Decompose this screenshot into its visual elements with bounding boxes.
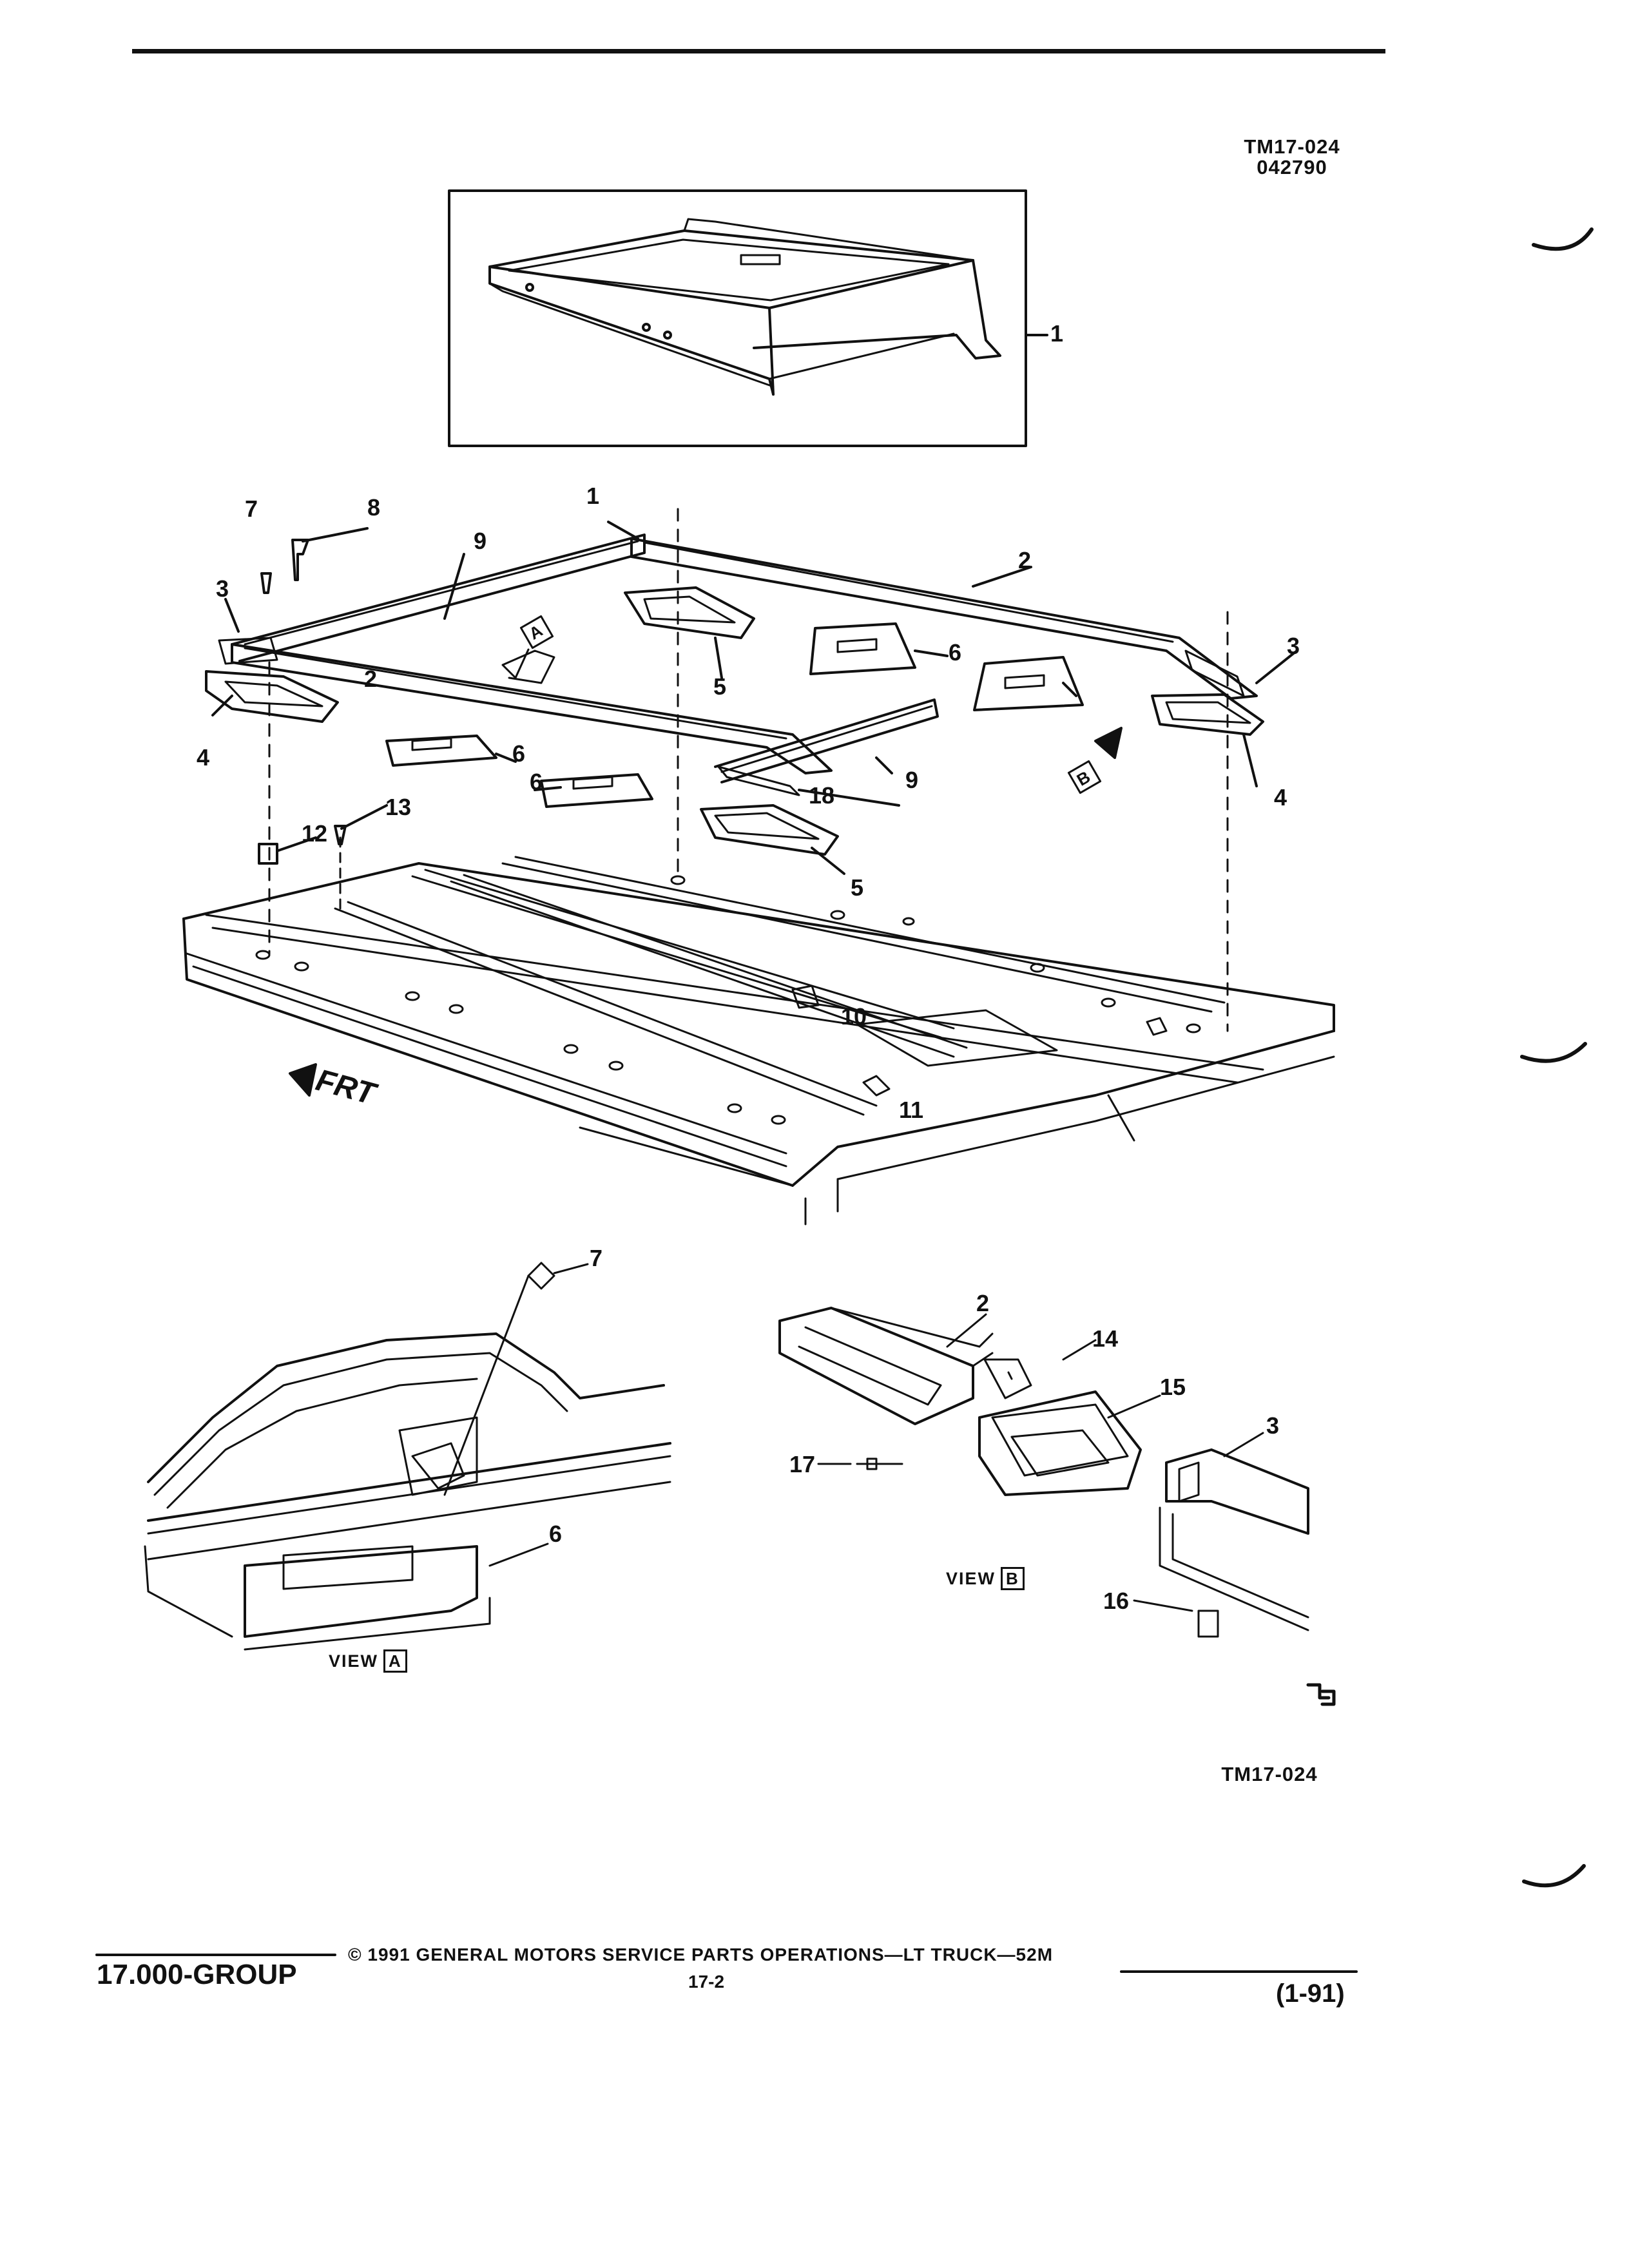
view-b-callout-3: 3 xyxy=(1266,1412,1280,1439)
view-a-prefix: VIEW xyxy=(329,1651,379,1671)
callout-1-inset: 1 xyxy=(1050,320,1064,347)
footer-copyright: © 1991 GENERAL MOTORS SERVICE PARTS OPER… xyxy=(348,1945,1054,1965)
logo-icon xyxy=(1306,1683,1336,1706)
callout-12: 12 xyxy=(302,820,328,847)
margin-marks xyxy=(1520,227,1594,1888)
callout-18: 18 xyxy=(809,782,835,809)
footer-group: 17.000-GROUP xyxy=(97,1959,297,1990)
carrier-assembly xyxy=(205,508,1296,1032)
footer-page-number: 17-2 xyxy=(688,1972,725,1992)
view-b-prefix: VIEW xyxy=(946,1569,996,1588)
document-code-top: TM17-024 xyxy=(1244,135,1340,158)
view-b-callout-2: 2 xyxy=(976,1290,990,1316)
view-a-callout-6: 6 xyxy=(549,1521,563,1547)
view-b-label: VIEW B xyxy=(946,1567,1025,1590)
footer-date: (1-91) xyxy=(1276,1979,1345,2008)
view-a-illustration xyxy=(144,1262,671,1651)
arrow-icon-b xyxy=(1094,727,1123,759)
view-b-callout-14: 14 xyxy=(1092,1325,1119,1352)
view-b-letter: B xyxy=(1001,1567,1025,1590)
view-b-callout-15: 15 xyxy=(1160,1374,1186,1400)
view-a-letter: A xyxy=(383,1649,407,1673)
callout-4-left: 4 xyxy=(197,744,210,771)
document-code: TM17-024 042790 xyxy=(1228,137,1356,178)
view-a-callout-7: 7 xyxy=(590,1245,603,1271)
callout-13: 13 xyxy=(385,794,412,820)
callout-2-rear: 2 xyxy=(1018,547,1032,573)
callout-7: 7 xyxy=(245,495,258,522)
roof-panel xyxy=(182,856,1335,1225)
callout-9-top: 9 xyxy=(474,528,487,554)
inset-frame-box xyxy=(448,189,1048,447)
arrow-icon-a xyxy=(501,648,555,684)
callout-3-right: 3 xyxy=(1287,633,1300,659)
view-b-illustration xyxy=(778,1307,1309,1638)
callout-8: 8 xyxy=(367,494,381,521)
callout-3-left: 3 xyxy=(216,575,229,602)
callout-1: 1 xyxy=(586,483,600,509)
callout-6-center: 6 xyxy=(530,769,543,795)
document-code-sub: 042790 xyxy=(1257,156,1327,178)
callout-2-front: 2 xyxy=(364,666,378,692)
callout-4-right: 4 xyxy=(1274,784,1287,811)
roof-holes xyxy=(255,875,1201,1125)
callout-5-bottom: 5 xyxy=(851,874,864,901)
view-b-callout-16: 16 xyxy=(1103,1588,1130,1614)
callout-10: 10 xyxy=(841,1003,867,1030)
top-rule xyxy=(132,49,1385,53)
callout-9-bottom: 9 xyxy=(905,767,919,793)
callout-6-left: 6 xyxy=(512,740,526,767)
callout-5-top: 5 xyxy=(713,673,727,700)
callout-11: 11 xyxy=(899,1097,924,1123)
callout-6-right-a: 6 xyxy=(949,639,962,666)
figure-code: TM17-024 xyxy=(1221,1763,1318,1785)
view-b-callout-17: 17 xyxy=(789,1451,816,1477)
front-arrow-icon xyxy=(289,1063,317,1097)
